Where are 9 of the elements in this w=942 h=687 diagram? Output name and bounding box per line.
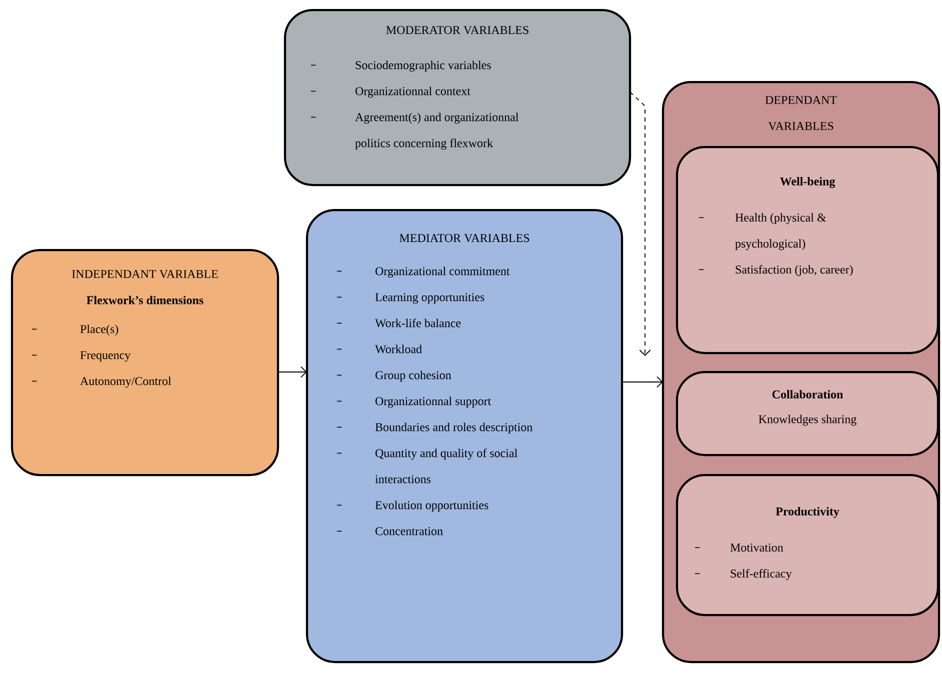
productivity-box: Productivity Motivation Self-efficacy — [676, 474, 940, 616]
collaboration-box: Collaboration Knowledges sharing — [676, 370, 940, 456]
dashed-arrow — [630, 92, 651, 356]
mediator-box: MEDIATOR VARIABLES Organizational commitment Learning opportunities Work-life balance Workload Group cohesion Organizationnal support Boundaries and roles description Quantity and quality of social interactions Evolution opportunities Concentration — [306, 208, 624, 664]
arrow — [278, 366, 307, 378]
moderator-box: MODERATOR VARIABLES Sociodemographic variables Organizationnal context Agreement(s) and organizationnal politics concerning flexwork — [284, 8, 632, 186]
independent-box: INDEPENDANT VARIABLE Flexwork’s dimensions Place(s) Frequency Autonomy/Control — [10, 248, 280, 476]
arrow — [622, 376, 664, 388]
wellbeing-box: Well-being Health (physical & psychological) Satisfaction (job, career) — [676, 146, 940, 354]
